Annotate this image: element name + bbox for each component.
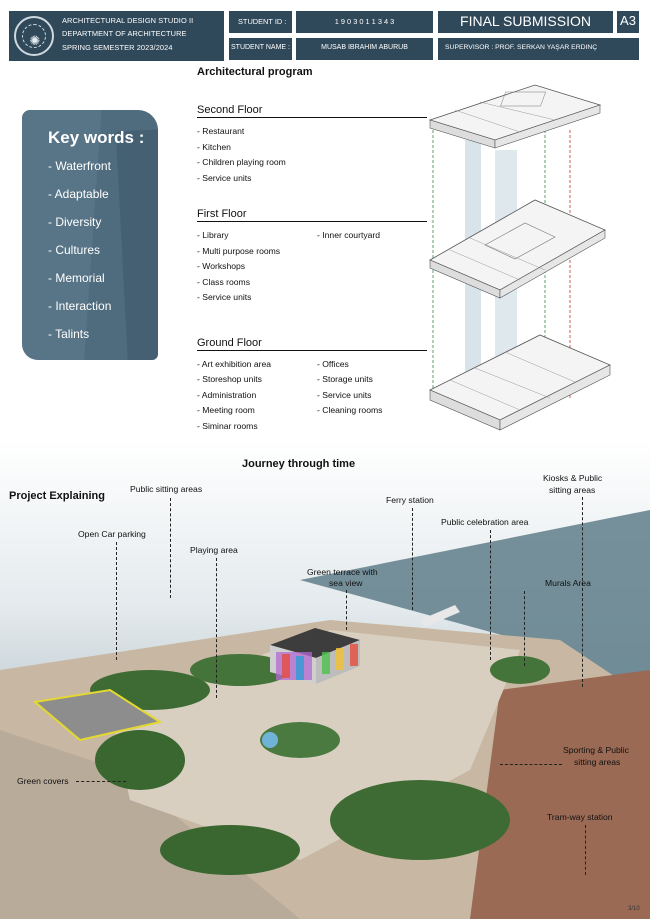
program-item: - Administration [197, 390, 257, 400]
keyword-item: - Talints [48, 327, 90, 341]
supervisor-box [438, 38, 639, 60]
student-name-label: STUDENT NAME : [231, 44, 290, 51]
leader-line [585, 825, 586, 875]
keywords-title: Key words : [48, 128, 145, 147]
department-name: DEPARTMENT OF ARCHITECTURE [62, 29, 187, 38]
supervisor-text: SUPERVISOR : PROF. SERKAN YAŞAR ERDINÇ [445, 44, 598, 51]
ground-floor-title: Ground Floor [197, 337, 262, 349]
label-sporting-2: sitting areas [574, 757, 621, 767]
label-celebration: Public celebration area [441, 517, 529, 527]
student-id-box [296, 11, 433, 33]
second-floor-underline [197, 117, 427, 118]
leader-line [524, 591, 525, 666]
program-title: Architectural program [197, 66, 313, 78]
label-terrace-1: Green terrace with [307, 567, 378, 577]
university-logo: ✺ [14, 16, 54, 56]
student-id-label-box [229, 11, 292, 33]
student-id-label: STUDENT ID : [238, 17, 287, 26]
label-kiosks-1: Kiosks & Public [543, 473, 603, 483]
label-terrace-2: sea view [329, 578, 363, 588]
label-green-covers: Green covers [17, 776, 69, 786]
label-playing: Playing area [190, 545, 238, 555]
program-item: - Storage units [317, 374, 373, 384]
ground-floor-underline [197, 350, 427, 351]
program-item: - Service units [317, 390, 372, 400]
label-ferry: Ferry station [386, 495, 434, 505]
label-car-parking: Open Car parking [78, 529, 146, 539]
program-item: - Siminar rooms [197, 421, 258, 431]
program-item: - Offices [317, 359, 349, 369]
student-name-value: MUSAB IBRAHIM ABURUB [321, 44, 408, 51]
label-kiosks-2: sitting areas [549, 485, 596, 495]
leader-line [76, 781, 126, 782]
semester-text: SPRING SEMESTER 2023/2024 [62, 43, 173, 52]
keywords-panel [22, 110, 158, 360]
program-item: - Restaurant [197, 126, 245, 136]
program-item: - Multi purpose rooms [197, 246, 281, 256]
program-item: - Meeting room [197, 405, 255, 415]
program-item: - Kitchen [197, 142, 231, 152]
title-box [438, 11, 613, 33]
submission-title: FINAL SUBMISSION [460, 13, 591, 29]
second-floor-title: Second Floor [197, 104, 263, 116]
first-floor-underline [197, 221, 427, 222]
leader-line [582, 497, 583, 687]
studio-name: ARCHITECTURAL DESIGN STUDIO II [62, 16, 194, 25]
program-item: - Storeshop units [197, 374, 262, 384]
program-item: - Library [197, 230, 229, 240]
keyword-item: - Interaction [48, 299, 112, 313]
program-item: - Service units [197, 292, 252, 302]
keyword-item: - Diversity [48, 215, 102, 229]
program-item: - Workshops [197, 261, 246, 271]
first-floor-title: First Floor [197, 208, 247, 220]
leader-line [346, 590, 347, 630]
keyword-item: - Memorial [48, 271, 105, 285]
leader-line [116, 542, 117, 660]
program-item: - Cleaning rooms [317, 405, 383, 415]
label-tram: Tram-way station [547, 812, 613, 822]
label-public-sitting: Public sitting areas [130, 484, 203, 494]
site-aerial-render [0, 440, 650, 919]
program-item: - Service units [197, 173, 252, 183]
keyword-item: - Adaptable [48, 187, 109, 201]
program-item: - Inner courtyard [317, 230, 381, 240]
keyword-item: - Waterfront [48, 159, 111, 173]
program-item: - Class rooms [197, 277, 251, 287]
leader-line [490, 530, 491, 660]
leader-line [500, 764, 562, 765]
sheet-size-box [617, 11, 639, 33]
keyword-item: - Cultures [48, 243, 101, 257]
sheet-size: A3 [620, 13, 636, 28]
page-number: 3/10 [628, 906, 640, 912]
program-item: - Children playing room [197, 157, 286, 167]
label-sporting-1: Sporting & Public [563, 745, 629, 755]
student-id-value: 1 9 0 3 0 1 1 3 4 3 [334, 17, 395, 26]
student-name-box [296, 38, 433, 60]
project-explaining-title: Project Explaining [9, 490, 105, 502]
aerial-illustration [0, 440, 650, 919]
leader-line [412, 508, 413, 610]
student-name-label-box [229, 38, 292, 60]
exploded-floor-plans [428, 84, 611, 431]
leader-line [170, 498, 171, 598]
program-item: - Art exhibition area [197, 359, 272, 369]
journey-title: Journey through time [242, 458, 356, 470]
leader-line [216, 558, 217, 698]
label-murals: Murals Area [545, 578, 591, 588]
